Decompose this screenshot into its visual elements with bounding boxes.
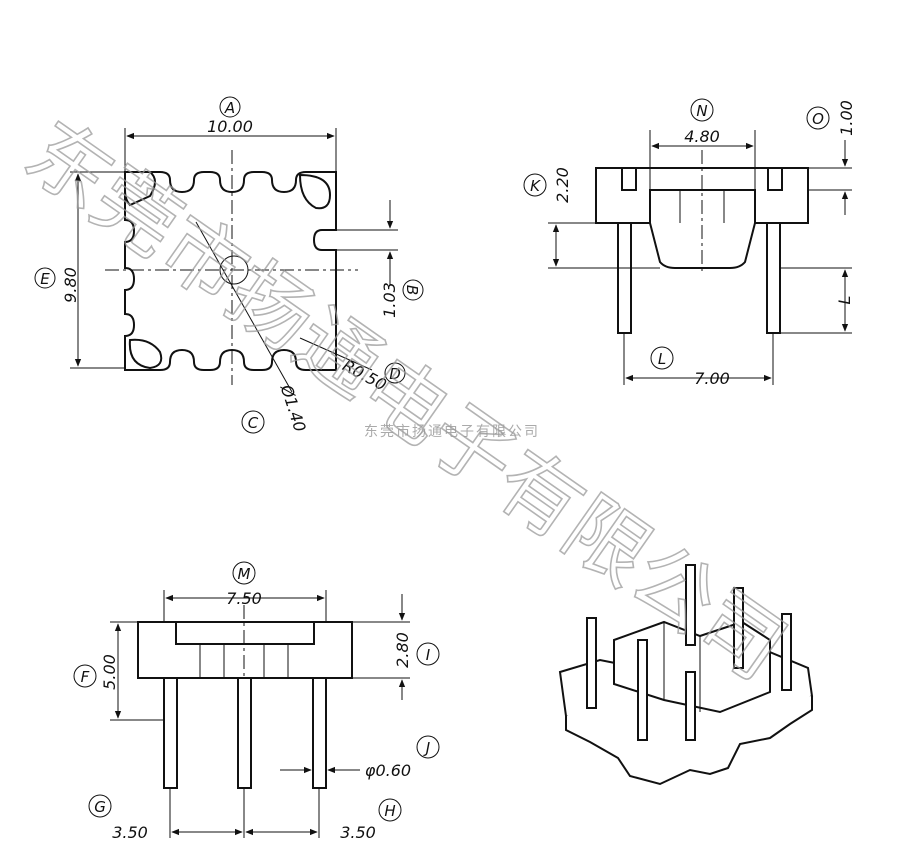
watermark-small: 东莞市扬通电子有限公司 (364, 423, 540, 440)
front-pin-1 (163, 677, 178, 789)
side-notch-left (621, 167, 637, 191)
label-M: M (238, 565, 251, 583)
pin-pad-bl (128, 338, 163, 370)
side-view: N 4.80 O 1.00 K 2.20 L L 7.00 (523, 98, 856, 388)
side-notch-right (767, 167, 783, 191)
label-C: C (248, 414, 259, 432)
iso-pin-1 (586, 617, 597, 709)
dim-L-value: 7.00 (694, 369, 730, 388)
iso-pin-6 (781, 613, 792, 691)
label-B: B (403, 285, 421, 295)
iso-pin-5 (733, 587, 744, 669)
dim-H-value: 3.50 (340, 823, 376, 842)
front-view: M 7.50 F 5.00 I 2.80 J φ0.60 G 3.50 H 3.… (73, 561, 440, 842)
label-F: F (81, 668, 90, 686)
label-A: A (224, 99, 235, 117)
label-K: K (530, 177, 541, 195)
dim-N-value: 4.80 (684, 127, 720, 146)
dim-I-value: 2.80 (393, 632, 412, 668)
iso-pin-3 (685, 564, 696, 646)
leader-C (195, 221, 293, 393)
pin-pad-tl (124, 171, 156, 207)
side-pin-right (766, 222, 781, 334)
dim-E-value: 9.80 (61, 267, 80, 303)
dim-L-length: L (835, 296, 854, 305)
dim-A-value: 10.00 (207, 117, 253, 136)
dim-B-value: 1.03 (380, 282, 399, 318)
dim-J-value: φ0.60 (365, 761, 411, 780)
label-E: E (40, 270, 50, 288)
label-H: H (384, 802, 395, 820)
top-view-outline (124, 171, 337, 371)
top-view: A 10.00 E 9.80 B 1.03 Ø1.40 C R0.50 D (34, 96, 424, 434)
leader-D (299, 337, 373, 371)
label-G: G (94, 798, 106, 816)
dim-M-value: 7.50 (226, 589, 262, 608)
side-pin-left (617, 222, 632, 334)
label-A-circle (219, 96, 241, 118)
dim-C-value: Ø1.40 (276, 381, 309, 434)
label-I: I (426, 646, 431, 664)
dim-K-value: 2.20 (553, 167, 572, 203)
pin-pad-tr (298, 173, 332, 210)
front-top-slot (175, 621, 315, 645)
dim-G-value: 3.50 (112, 823, 148, 842)
label-L: L (658, 350, 666, 368)
iso-pin-2 (637, 639, 648, 741)
front-pin-2 (237, 677, 252, 789)
label-O: O (812, 110, 824, 128)
iso-pin-4 (685, 671, 696, 741)
dim-O-value: 1.00 (837, 100, 856, 136)
label-N: N (696, 102, 707, 120)
dim-F-value: 5.00 (100, 654, 119, 690)
isometric-view (558, 564, 814, 786)
label-D: D (389, 365, 401, 383)
front-pin-3 (312, 677, 327, 789)
label-J: J (423, 739, 430, 757)
